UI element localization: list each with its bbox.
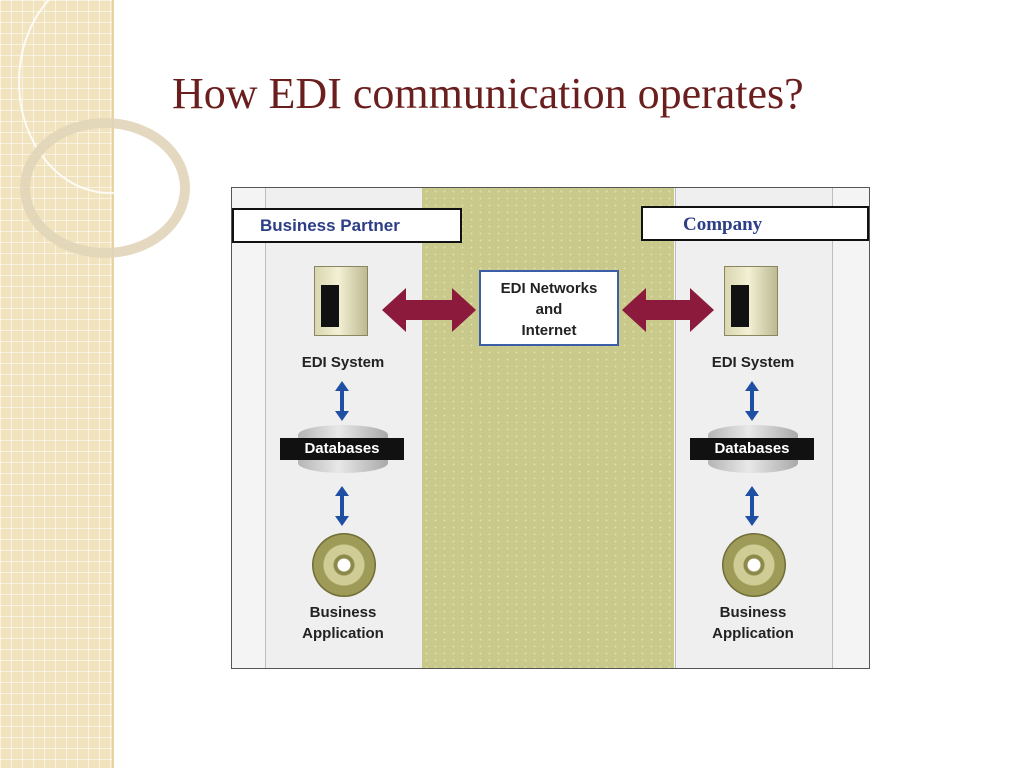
company-label: Company <box>641 206 869 241</box>
edi-networks-box: EDI Networks and Internet <box>479 270 619 346</box>
company-edi-system-label: EDI System <box>711 354 795 371</box>
partner-edi-system-label: EDI System <box>301 354 385 371</box>
server-icon <box>314 266 368 336</box>
diagram-arrows <box>335 288 759 526</box>
system-database-arrow-icon <box>335 381 759 421</box>
app-label-line1: Business <box>719 604 787 621</box>
server-icon <box>724 266 778 336</box>
company-business-application-label: Business Application <box>683 602 823 644</box>
partner-business-application-label: Business Application <box>273 602 413 644</box>
company-databases-label: Databases <box>690 438 814 460</box>
decorative-ring <box>20 118 190 258</box>
company-database-icon: Databases <box>690 425 814 473</box>
database-application-arrow-icon <box>335 486 759 526</box>
partner-database-icon: Databases <box>280 425 404 473</box>
app-label-line1: Business <box>309 604 377 621</box>
disc-icon <box>722 533 786 597</box>
slide-title: How EDI communication operates? <box>172 69 804 118</box>
edi-diagram: Business Partner Company EDI Networks an… <box>231 187 870 669</box>
app-label-line2: Application <box>302 625 384 642</box>
network-company-arrow-icon <box>622 288 714 332</box>
network-label-line1: EDI Networks <box>500 280 598 297</box>
network-label-line2: and <box>535 301 563 318</box>
business-partner-label: Business Partner <box>232 208 462 243</box>
partner-network-arrow-icon <box>382 288 476 332</box>
partner-databases-label: Databases <box>280 438 404 460</box>
disc-icon <box>312 533 376 597</box>
app-label-line2: Application <box>712 625 794 642</box>
network-label-line3: Internet <box>521 322 577 339</box>
network-band <box>422 188 674 668</box>
decorative-side-strip <box>0 0 202 768</box>
